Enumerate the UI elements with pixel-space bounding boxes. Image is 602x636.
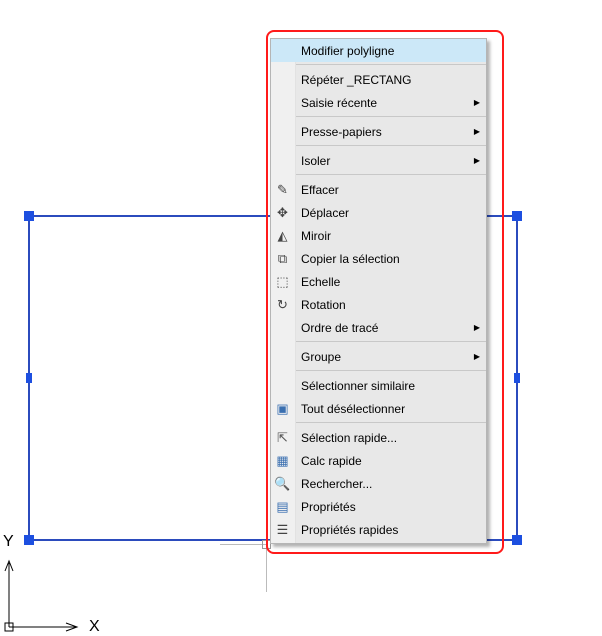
properties-icon: ▤ (276, 498, 289, 514)
menu-item-label: Sélectionner similaire (301, 378, 416, 393)
rotate-icon: ↻ (277, 296, 288, 312)
menu-separator (296, 114, 486, 120)
mirror-icon: ◭ (277, 227, 288, 243)
quick-properties-icon: ☰ (276, 521, 289, 537)
menu-item-label: Modifier polyligne (301, 43, 395, 58)
menu-item-label: Presse-papiers (301, 124, 382, 139)
menu-item-calc-rapide[interactable]: ▦ Calc rapide (276, 449, 486, 472)
menu-item-sélectionner-similaire[interactable]: Sélectionner similaire (296, 374, 486, 397)
menu-item-label: Propriétés (301, 499, 356, 514)
menu-item-label: Sélection rapide... (301, 430, 398, 445)
menu-item-rotation[interactable]: ↻ Rotation (277, 293, 486, 316)
menu-icon-gutter (271, 39, 296, 543)
menu-item-modifier-polyligne[interactable]: Modifier polyligne (271, 39, 486, 62)
ucs-x-label: X (89, 618, 100, 635)
menu-item-label: Propriétés rapides (301, 522, 399, 537)
ucs-y-label: Y (3, 533, 14, 550)
eraser-icon: ✎ (277, 181, 288, 197)
menu-item-label: Echelle (301, 274, 341, 289)
submenu-arrow-icon: ▶ (473, 352, 480, 361)
menu-item-groupe[interactable]: Groupe ▶ (296, 345, 486, 368)
midpoint-grip[interactable] (26, 373, 32, 383)
menu-item-déplacer[interactable]: ✥ Déplacer (277, 201, 486, 224)
menu-item-label: Répéter _RECTANG (301, 72, 412, 87)
menu-item-propriétés[interactable]: ▤ Propriétés (276, 495, 486, 518)
crosshair-horizontal (220, 544, 266, 545)
menu-item-label: Saisie récente (301, 95, 378, 110)
midpoint-grip[interactable] (514, 373, 520, 383)
menu-item-copier-la-sélection[interactable]: ⧉ Copier la sélection (278, 247, 486, 270)
menu-item-répéter-rectang[interactable]: Répéter _RECTANG (296, 68, 486, 91)
menu-item-label: Rechercher... (301, 476, 373, 491)
submenu-arrow-icon: ▶ (473, 156, 480, 165)
menu-separator (296, 172, 486, 178)
menu-item-label: Copier la sélection (301, 251, 400, 266)
scale-icon: ⬚ (276, 273, 289, 289)
menu-separator (296, 420, 486, 426)
menu-item-label: Ordre de tracé (301, 320, 379, 335)
quick-select-icon: ⇱ (277, 429, 288, 445)
menu-item-label: Calc rapide (301, 453, 362, 468)
menu-item-presse-papiers[interactable]: Presse-papiers ▶ (296, 120, 486, 143)
corner-grip[interactable] (24, 535, 34, 545)
deselect-icon: ▣ (276, 400, 289, 416)
corner-grip[interactable] (512, 535, 522, 545)
menu-item-sélection-rapide[interactable]: ⇱ Sélection rapide... (277, 426, 486, 449)
menu-item-effacer[interactable]: ✎ Effacer (277, 178, 486, 201)
submenu-arrow-icon: ▶ (473, 323, 480, 332)
find-icon: 🔍 (274, 475, 291, 491)
menu-item-tout-désélectionner[interactable]: ▣ Tout désélectionner (276, 397, 486, 420)
menu-item-label: Rotation (301, 297, 346, 312)
submenu-arrow-icon: ▶ (473, 127, 480, 136)
corner-grip[interactable] (512, 211, 522, 221)
calculator-icon: ▦ (276, 452, 289, 468)
menu-separator (296, 368, 486, 374)
menu-item-rechercher[interactable]: 🔍 Rechercher... (274, 472, 486, 495)
menu-item-label: Déplacer (301, 205, 350, 220)
menu-item-label: Isoler (301, 153, 331, 168)
menu-separator (296, 143, 486, 149)
menu-separator (296, 62, 486, 68)
menu-item-saisie-récente[interactable]: Saisie récente ▶ (296, 91, 486, 114)
corner-grip[interactable] (24, 211, 34, 221)
move-icon: ✥ (277, 204, 288, 220)
menu-item-label: Miroir (301, 228, 331, 243)
menu-item-propriétés-rapides[interactable]: ☰ Propriétés rapides (277, 518, 486, 541)
annotation-highlight-box (266, 30, 504, 554)
menu-separator (296, 339, 486, 345)
menu-item-ordre-de-tracé[interactable]: Ordre de tracé ▶ (296, 316, 486, 339)
copy-icon: ⧉ (277, 250, 288, 266)
menu-item-label: Tout désélectionner (301, 401, 406, 416)
menu-item-label: Effacer (301, 182, 339, 197)
crosshair-vertical (266, 540, 267, 592)
submenu-arrow-icon: ▶ (473, 98, 480, 107)
menu-item-echelle[interactable]: ⬚ Echelle (276, 270, 486, 293)
menu-item-label: Groupe (301, 349, 342, 364)
menu-item-miroir[interactable]: ◭ Miroir (278, 224, 486, 247)
menu-item-isoler[interactable]: Isoler ▶ (296, 149, 486, 172)
